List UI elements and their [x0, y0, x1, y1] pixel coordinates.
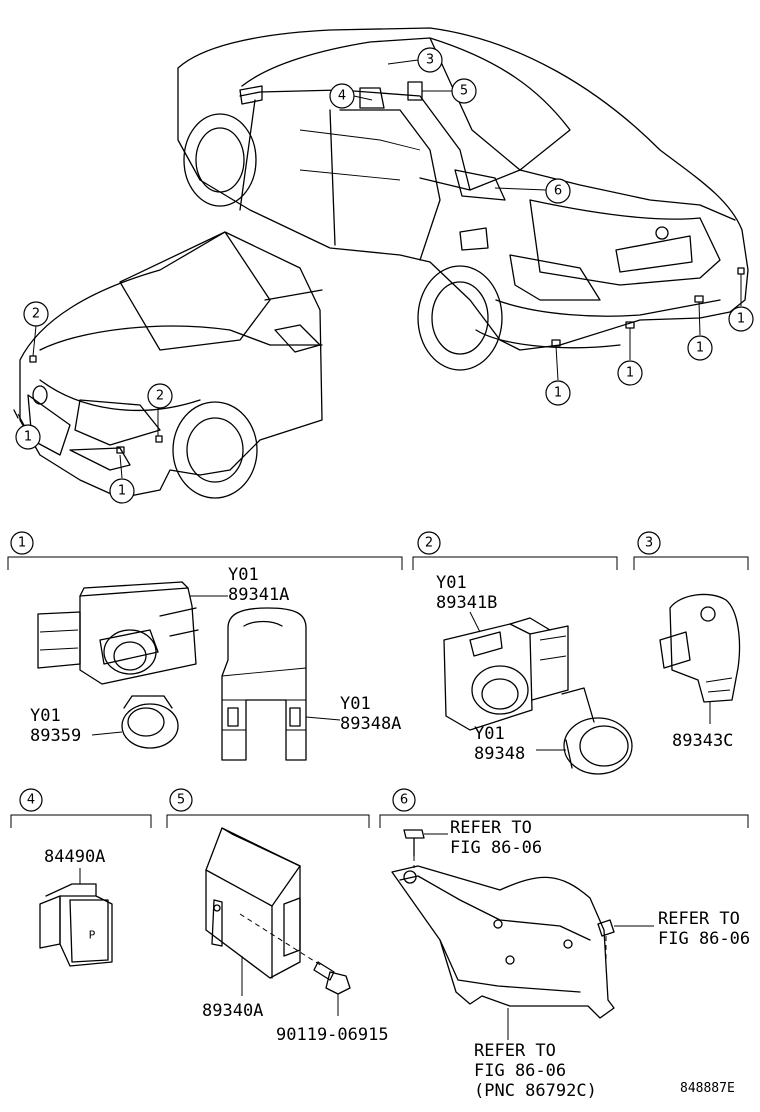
section-header-5: 5 — [166, 788, 370, 828]
label-89348A-line1: Y01 — [340, 694, 371, 714]
svg-text:1: 1 — [626, 366, 634, 381]
label-refer-bracket-line1: REFER TO — [474, 1041, 556, 1061]
svg-text:3: 3 — [426, 53, 434, 68]
callout-2-front-right: 2 — [147, 383, 173, 409]
svg-text:2: 2 — [32, 307, 40, 322]
svg-text:1: 1 — [24, 430, 32, 445]
callout-5: 5 — [451, 78, 477, 104]
ecu-89340A-icon — [205, 827, 301, 979]
svg-text:3: 3 — [645, 536, 653, 551]
sensor-89343C-icon — [659, 593, 741, 703]
callout-1-front-center: 1 — [109, 478, 135, 504]
svg-text:1: 1 — [737, 312, 745, 327]
label-89359-line1: Y01 — [30, 706, 61, 726]
label-89341B-line1: Y01 — [436, 573, 467, 593]
bolt-90119-icon — [313, 961, 351, 995]
label-89340A: 89340A — [202, 1001, 263, 1021]
callout-4: 4 — [329, 83, 355, 109]
svg-text:4: 4 — [27, 793, 35, 808]
svg-text:1: 1 — [18, 536, 26, 551]
clip-refer-icon — [597, 919, 615, 962]
holder-89348A-icon — [221, 607, 307, 761]
label-89343C: 89343C — [672, 731, 733, 751]
label-90119-06915: 90119-06915 — [276, 1025, 389, 1045]
switch-84490A-icon: P — [39, 883, 113, 967]
car-rear-illustration — [177, 27, 749, 371]
bolt-refer-icon — [403, 829, 425, 857]
callout-1-rear-a: 1 — [545, 380, 571, 406]
svg-text:6: 6 — [554, 184, 562, 199]
svg-text:2: 2 — [425, 536, 433, 551]
section-header-6: 6 — [379, 788, 749, 828]
svg-text:2: 2 — [156, 389, 164, 404]
section-header-3: 3 — [633, 531, 749, 570]
label-89341B-line2: 89341B — [436, 593, 497, 613]
sensor-89341B-icon — [443, 617, 569, 731]
section-header-4: 4 — [10, 788, 152, 828]
label-refer-bracket-line3: (PNC 86792C) — [474, 1081, 597, 1101]
label-refer-bolt-line2: FIG 86-06 — [450, 838, 542, 858]
callout-3: 3 — [417, 47, 443, 73]
label-89348-line1: Y01 — [474, 724, 505, 744]
bracket-icon — [391, 865, 615, 1019]
label-refer-bolt-line1: REFER TO — [450, 818, 532, 838]
callout-1-rear-c: 1 — [687, 335, 713, 361]
label-refer-right-line1: REFER TO — [658, 909, 740, 929]
label-refer-bracket-line2: FIG 86-06 — [474, 1061, 566, 1081]
callout-1-rear-b: 1 — [617, 360, 643, 386]
svg-text:5: 5 — [177, 793, 185, 808]
diagram-code: 848887E — [680, 1081, 735, 1096]
label-89348-line2: 89348 — [474, 744, 525, 764]
label-refer-right-line2: FIG 86-06 — [658, 929, 750, 949]
section-header-1: 1 — [7, 531, 403, 570]
svg-text:1: 1 — [118, 484, 126, 499]
callout-1-front-corner: 1 — [15, 424, 41, 450]
svg-text:4: 4 — [338, 89, 346, 104]
retainer-89359-icon — [121, 695, 179, 749]
svg-text:1: 1 — [554, 386, 562, 401]
svg-text:5: 5 — [460, 84, 468, 99]
overview-callouts: 3 5 4 6 2 2 1 1 1 1 1 1 — [15, 47, 754, 504]
callout-6: 6 — [545, 178, 571, 204]
label-89348A-line2: 89348A — [340, 714, 401, 734]
label-89341A-line2: 89341A — [228, 585, 289, 605]
label-84490A: 84490A — [44, 847, 105, 867]
sensor-89348-icon — [561, 687, 633, 775]
label-89341A-line1: Y01 — [228, 565, 259, 585]
switch-p-mark: P — [89, 929, 96, 942]
callout-1-rear-d: 1 — [728, 306, 754, 332]
car-front-illustration — [13, 231, 323, 499]
svg-text:1: 1 — [696, 341, 704, 356]
label-89359-line2: 89359 — [30, 726, 81, 746]
section-header-2: 2 — [412, 531, 618, 570]
callout-2-front-left: 2 — [23, 301, 49, 327]
sensor-89341A-icon — [37, 581, 199, 685]
svg-text:6: 6 — [400, 793, 408, 808]
